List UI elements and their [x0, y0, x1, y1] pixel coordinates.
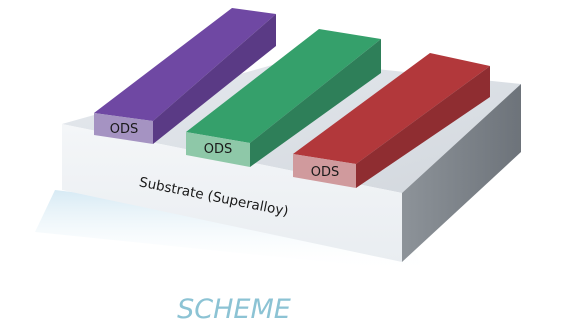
floor-glow [35, 190, 425, 272]
substrate-side [402, 84, 521, 262]
ods-bar-purple-top [94, 8, 276, 121]
ods-bar-red: ODS [293, 53, 490, 188]
ods-bar-purple-side [153, 14, 276, 144]
ods-label-red: ODS [311, 165, 340, 180]
ods-bar-red-side [356, 66, 490, 188]
ods-bar-green-side [250, 39, 381, 167]
ods-bar-green: ODS [186, 29, 381, 167]
substrate-front [62, 124, 402, 262]
scheme-caption: SCHEME [177, 294, 291, 325]
ods-bar-green-front [186, 132, 250, 167]
ods-bar-red-front [293, 154, 356, 188]
ods-bar-green-top [186, 29, 381, 143]
ods-label-green: ODS [204, 142, 233, 157]
ods-bar-purple: ODS [94, 8, 276, 144]
ods-label-purple: ODS [110, 122, 139, 137]
ods-bar-purple-front [94, 113, 153, 144]
ods-bar-red-top [293, 53, 490, 164]
